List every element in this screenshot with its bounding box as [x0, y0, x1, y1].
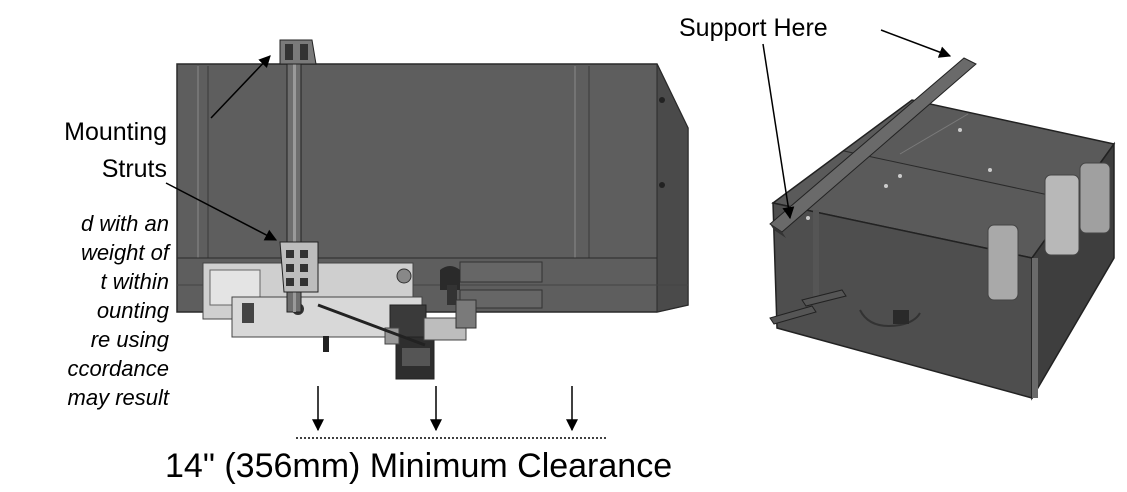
warning-note-line: d with an [80, 211, 169, 236]
warning-note-line: re using [90, 327, 169, 352]
mounting-label: Mounting [64, 118, 167, 146]
warning-note: d with an weight of t within ounting re … [67, 211, 169, 410]
warning-note-line: may result [67, 385, 169, 410]
arrow-to-lower-strut [165, 182, 278, 241]
warning-note-line: weight of [80, 240, 169, 265]
arrow-support-right [880, 29, 952, 58]
warning-note-line: ccordance [67, 356, 169, 381]
arrow-support-left [762, 43, 795, 220]
right-unit-illustration [769, 57, 1116, 401]
struts-label: Struts [101, 155, 167, 183]
warning-note-line: ounting [96, 298, 169, 323]
left-unit-illustration [176, 39, 689, 380]
arrow-to-top-strut [210, 55, 271, 119]
warning-note-line: t within [100, 269, 169, 294]
support-here-label: Support Here [679, 14, 828, 42]
clearance-label: 14" (356mm) Minimum Clearance [165, 447, 673, 485]
